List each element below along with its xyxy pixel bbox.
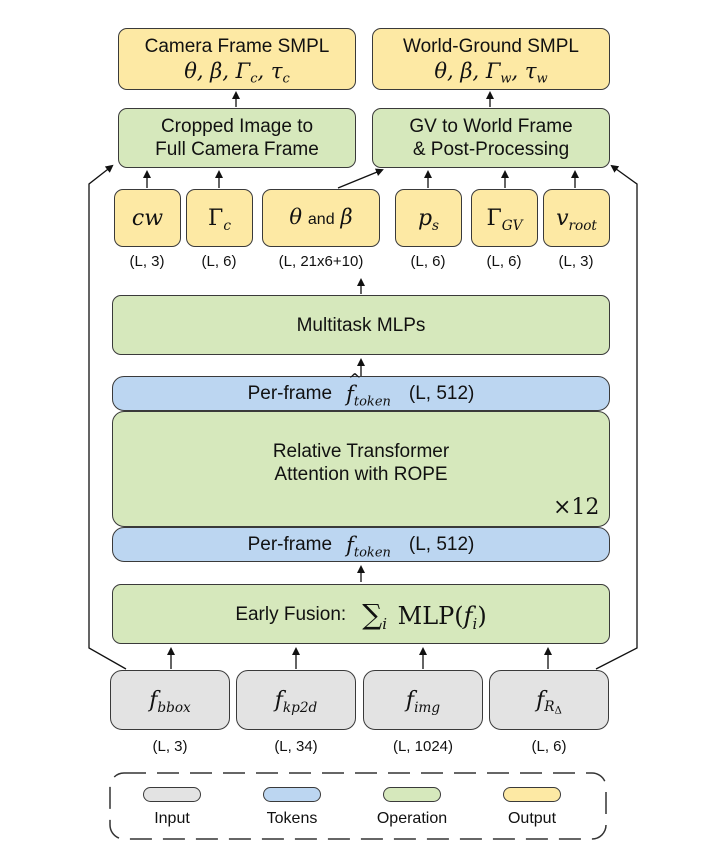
multitask-mlps-box: Multitask MLPs — [112, 295, 610, 355]
head-theta-beta-dim: (L, 21x6+10) — [278, 253, 364, 270]
head-p-s-symbol: ps — [417, 205, 440, 234]
cropped-to-full-camera-frame-box: Cropped Image to Full Camera Frame — [118, 108, 356, 168]
camera-frame-smpl-params: θ, β, Γc, τc — [184, 58, 290, 87]
token-symbol: ftoken — [346, 532, 391, 561]
early-fusion-box: Early Fusion: ∑i MLP(fi) — [112, 584, 610, 644]
input-f-bbox-symbol: fbbox — [149, 687, 191, 716]
input-f-img-dim: (L, 1024) — [392, 738, 454, 755]
head-cw-dim: (L, 3) — [129, 253, 165, 270]
input-f-kp2d-symbol: fkp2d — [274, 687, 318, 716]
head-v-root-symbol: vroot — [556, 205, 597, 234]
input-f-r-delta-symbol: fRΔ — [536, 687, 562, 717]
head-cw-symbol: cw — [131, 205, 164, 231]
transformer-line-2: Attention with ROPE — [274, 464, 448, 485]
head-v-root: vroot — [543, 189, 610, 247]
token-hat-symbol: ^ftoken — [346, 369, 391, 410]
input-f-kp2d-dim: (L, 34) — [274, 738, 318, 755]
legend-tokens-label: Tokens — [266, 810, 318, 827]
token-dim: (L, 512) — [408, 534, 475, 555]
legend-output-label: Output — [507, 810, 557, 827]
world-ground-smpl-title: World-Ground SMPL — [403, 35, 579, 57]
head-gamma-c-dim: (L, 6) — [201, 253, 237, 270]
world-ground-smpl-output: World-Ground SMPL θ, β, Γw, τw — [372, 28, 610, 90]
input-f-bbox: fbbox — [110, 670, 230, 730]
head-gamma-gv: ΓGV — [471, 189, 538, 247]
legend-operation-label: Operation — [376, 810, 448, 827]
camera-frame-smpl-output: Camera Frame SMPL θ, β, Γc, τc — [118, 28, 356, 90]
input-f-img: fimg — [363, 670, 483, 730]
legend-operation-swatch — [383, 787, 441, 802]
legend-output-swatch — [503, 787, 561, 802]
input-f-r-delta-dim: (L, 6) — [531, 738, 567, 755]
input-f-bbox-dim: (L, 3) — [152, 738, 188, 755]
head-gamma-c: Γc — [186, 189, 253, 247]
gv-line-2: & Post-Processing — [412, 139, 570, 160]
gv-to-world-frame-box: GV to World Frame & Post-Processing — [372, 108, 610, 168]
transformer-line-1: Relative Transformer — [272, 441, 450, 462]
head-v-root-dim: (L, 3) — [558, 253, 594, 270]
cropped-line-1: Cropped Image to — [160, 116, 314, 137]
camera-frame-smpl-title: Camera Frame SMPL — [144, 35, 330, 57]
cropped-line-2: Full Camera Frame — [155, 139, 319, 160]
relative-transformer-box: Relative Transformer Attention with ROPE — [112, 411, 610, 527]
early-fusion-prefix: Early Fusion: — [235, 603, 347, 625]
multitask-mlps-label: Multitask MLPs — [296, 314, 426, 336]
head-theta-beta: θ and β — [262, 189, 380, 247]
transformer-repeat-count: ×12 — [553, 495, 600, 520]
input-f-img-symbol: fimg — [405, 687, 441, 716]
token-hat-dim: (L, 512) — [408, 383, 475, 404]
head-gamma-gv-symbol: ΓGV — [486, 205, 523, 234]
per-frame-token-hat-box: Per-frame ^ftoken (L, 512) — [112, 369, 610, 411]
head-theta-beta-symbol: θ and β — [289, 205, 353, 229]
head-p-s-dim: (L, 6) — [410, 253, 446, 270]
world-ground-smpl-params: θ, β, Γw, τw — [434, 58, 548, 87]
head-p-s: ps — [395, 189, 462, 247]
legend-input-swatch — [143, 787, 201, 802]
early-fusion-formula: ∑i MLP(fi) — [362, 597, 487, 633]
token-hat-prefix: Per-frame — [247, 383, 333, 404]
head-gamma-c-symbol: Γc — [208, 205, 231, 234]
gv-line-1: GV to World Frame — [409, 116, 573, 137]
head-cw: cw — [114, 189, 181, 247]
head-gamma-gv-dim: (L, 6) — [486, 253, 522, 270]
input-f-r-delta: fRΔ — [489, 670, 609, 730]
token-prefix: Per-frame — [247, 534, 333, 555]
legend-tokens-swatch — [263, 787, 321, 802]
input-f-kp2d: fkp2d — [236, 670, 356, 730]
per-frame-token-box: Per-frame ftoken (L, 512) — [112, 527, 610, 562]
legend-input-label: Input — [154, 810, 190, 827]
